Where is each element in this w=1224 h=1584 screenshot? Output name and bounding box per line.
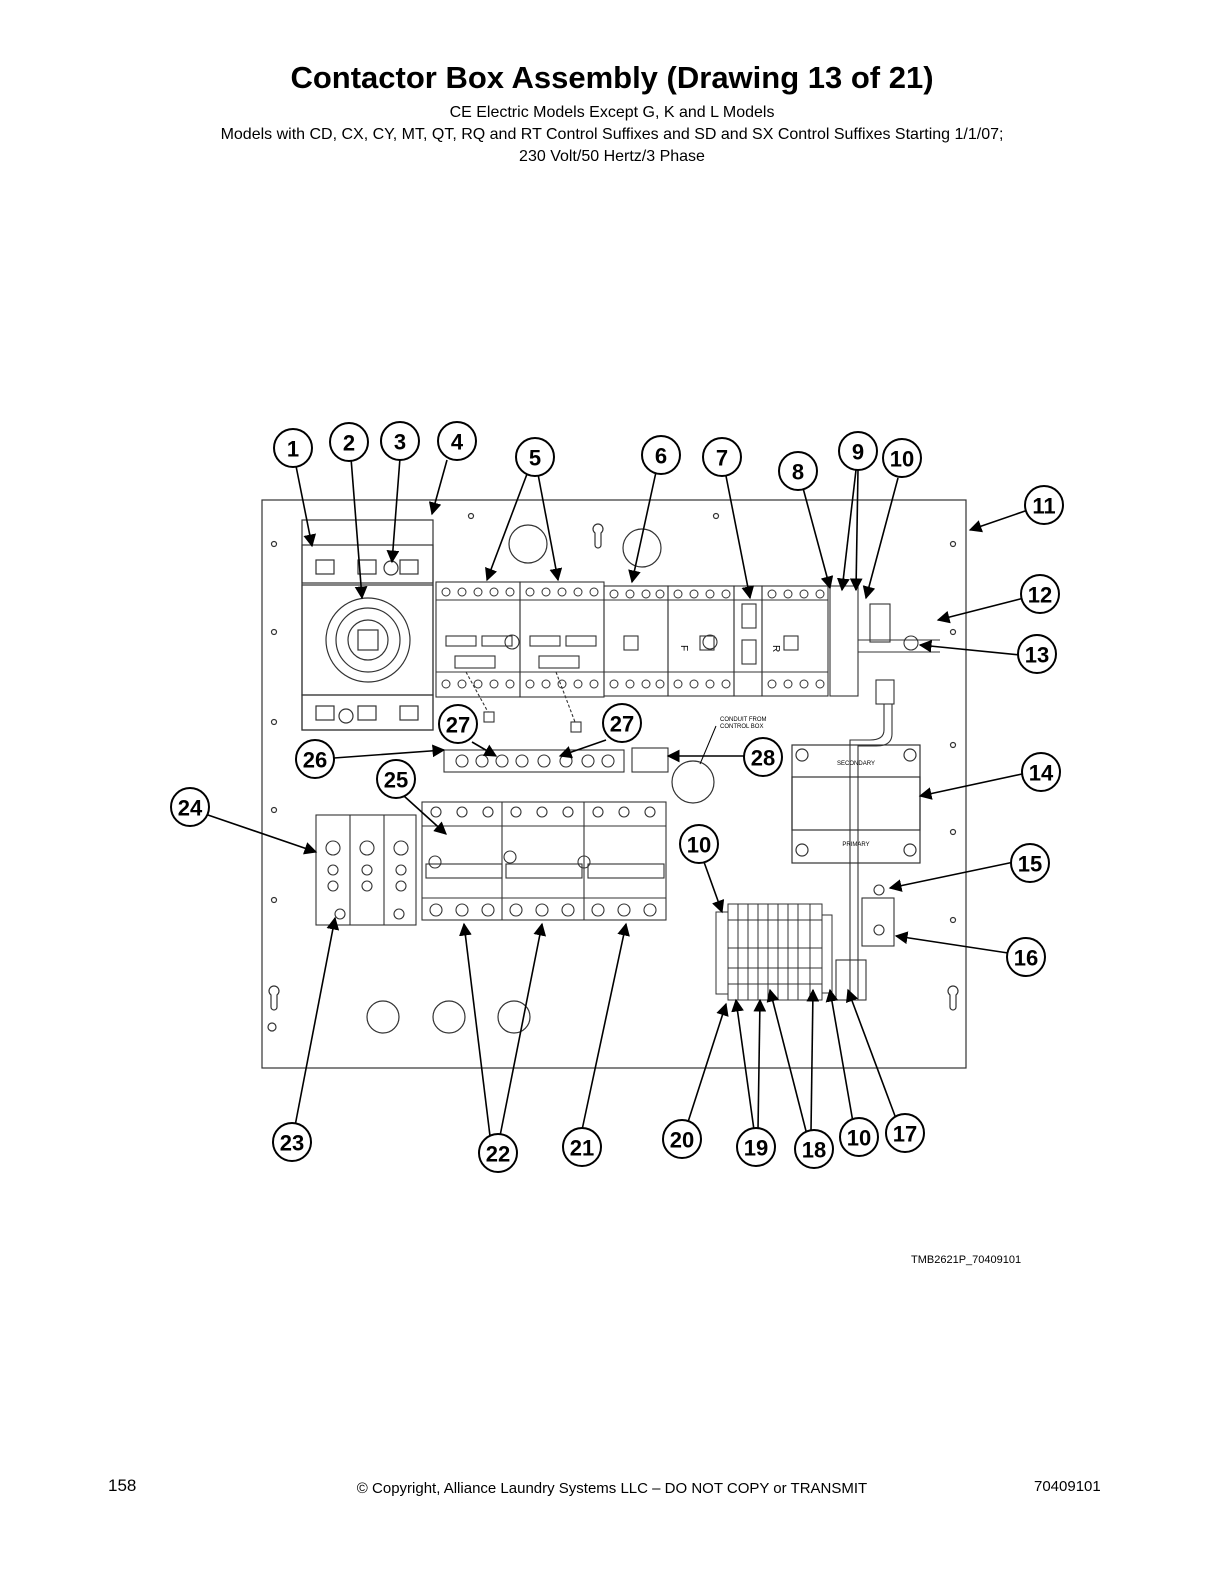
relay-socket xyxy=(835,884,895,1001)
callout-24: 24 xyxy=(178,796,203,821)
callout-25: 25 xyxy=(384,768,408,793)
callout-16: 16 xyxy=(1014,946,1038,971)
contactor-screws xyxy=(441,587,825,689)
callout-19: 19 xyxy=(744,1136,768,1161)
callout-27-left: 27 xyxy=(446,713,470,738)
conduit-label-line-2: CONTROL BOX xyxy=(720,724,763,730)
page-number: 158 xyxy=(108,1476,137,1495)
callout-9: 9 xyxy=(852,440,864,465)
callout-21: 21 xyxy=(570,1136,594,1161)
callout-27-right: 27 xyxy=(610,712,634,737)
callout-28: 28 xyxy=(751,746,775,771)
callout-13: 13 xyxy=(1025,643,1049,668)
leader-arrows xyxy=(204,457,1029,1137)
callout-10-middle: 10 xyxy=(687,833,711,858)
callout-4: 4 xyxy=(451,430,464,455)
contactor-row xyxy=(435,581,940,1000)
callout-14: 14 xyxy=(1029,761,1054,786)
copyright-notice: © Copyright, Alliance Laundry Systems LL… xyxy=(356,1480,868,1497)
callout-12: 12 xyxy=(1028,583,1052,608)
transformer xyxy=(791,744,921,864)
contactor-f-label: F xyxy=(678,645,689,651)
callout-3: 3 xyxy=(394,430,406,455)
callout-5: 5 xyxy=(529,446,541,471)
transformer-secondary-label: SECONDARY xyxy=(837,761,875,767)
callout-2: 2 xyxy=(343,431,355,456)
conduit-label-line-1: CONDUIT FROM xyxy=(720,717,767,723)
callout-15: 15 xyxy=(1018,852,1042,877)
callout-23: 23 xyxy=(280,1131,304,1156)
control-terminal-strip xyxy=(715,903,833,1001)
subtitle-line-3: 230 Volt/50 Hertz/3 Phase xyxy=(519,148,705,165)
transformer-primary-label: PRIMARY xyxy=(842,842,869,848)
callout-22: 22 xyxy=(486,1142,510,1167)
drawing-id: TMB2621P_70409101 xyxy=(911,1254,1022,1266)
subtitle-line-1: CE Electric Models Except G, K and L Mod… xyxy=(449,104,775,121)
callout-circles xyxy=(170,421,1064,1173)
callout-10-top: 10 xyxy=(890,447,914,472)
callout-11: 11 xyxy=(1032,494,1055,519)
power-terminal-block xyxy=(315,814,417,926)
callout-numbers: 1 2 3 4 5 6 7 8 9 10 11 12 13 14 15 16 1… xyxy=(178,430,1056,1167)
circuit-breakers xyxy=(421,801,667,921)
conduit-leader xyxy=(699,725,717,765)
callout-8: 8 xyxy=(792,460,804,485)
contactor-r-label: R xyxy=(770,645,781,652)
main-disconnect-switch xyxy=(301,519,434,731)
page-title: Contactor Box Assembly (Drawing 13 of 21… xyxy=(290,60,934,95)
callout-10-bottom: 10 xyxy=(847,1126,871,1151)
callout-26: 26 xyxy=(303,748,327,773)
back-panel xyxy=(261,499,967,1069)
callout-6: 6 xyxy=(655,444,667,469)
callout-17: 17 xyxy=(893,1122,917,1147)
subtitle-line-2: Models with CD, CX, CY, MT, QT, RQ and R… xyxy=(220,126,1004,143)
callout-18: 18 xyxy=(802,1138,826,1163)
callout-20: 20 xyxy=(670,1128,694,1153)
document-number: 70409101 xyxy=(1034,1478,1101,1495)
ground-bar xyxy=(443,747,669,773)
callout-7: 7 xyxy=(716,446,728,471)
callout-1: 1 xyxy=(287,437,299,462)
